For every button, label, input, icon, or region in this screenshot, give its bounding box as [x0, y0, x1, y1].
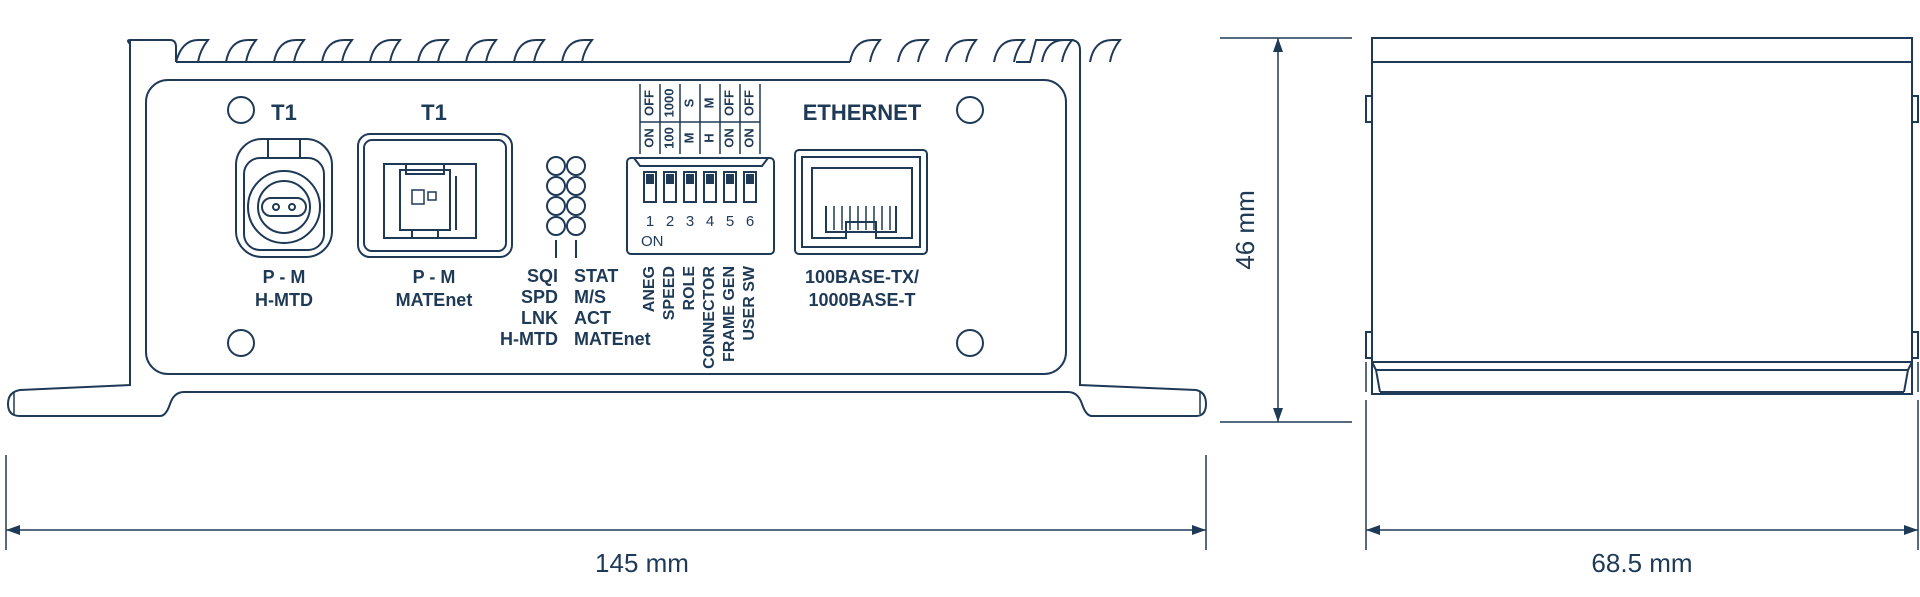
dip-number: 2	[666, 213, 674, 230]
dip-lever-knob	[666, 174, 674, 184]
dip-lever-knob	[686, 174, 694, 184]
dip-number: 4	[706, 213, 714, 230]
port-header: T1	[421, 100, 447, 125]
port-label-line2: H-MTD	[255, 290, 313, 310]
side-tab	[1911, 95, 1919, 123]
dip-number: 1	[646, 213, 654, 230]
dip-lever[interactable]	[683, 171, 697, 203]
dip-function-label: ANEG	[641, 266, 658, 312]
side-view: 46 mm 68.5 mm	[1220, 37, 1919, 578]
dip-on-setting: 100	[661, 127, 676, 149]
housing-body	[6, 40, 1208, 417]
led-ms	[566, 176, 586, 196]
screw-hole	[227, 96, 255, 124]
led-lnk	[546, 196, 566, 216]
side-tab	[1911, 331, 1919, 359]
front-view: T1 P - M H-MTD T1 P - M MATEnet	[5, 39, 1208, 578]
led-h-mtd	[546, 216, 566, 236]
led-label-stat: STAT	[574, 266, 618, 286]
housing-outline	[130, 39, 595, 63]
height-label: 46 mm	[1230, 190, 1260, 269]
dip-off-setting: OFF	[721, 90, 736, 116]
ethernet-label-line2: 1000BASE-T	[808, 290, 915, 310]
dip-switch[interactable]	[626, 157, 775, 255]
dip-function-label: FRAME GEN	[721, 266, 738, 362]
dip-off-setting: S	[681, 98, 696, 107]
width-dimension: 145 mm	[5, 455, 1207, 578]
dip-lever[interactable]	[723, 171, 737, 203]
matenet-port[interactable]: T1 P - M MATEnet	[357, 100, 513, 310]
dip-function-label: SPEED	[661, 266, 678, 320]
dip-function-label: USER SW	[741, 265, 758, 341]
screw-hole	[227, 329, 255, 357]
side-tab	[1365, 95, 1373, 123]
screw-hole	[956, 96, 984, 124]
dip-lever-knob	[646, 174, 654, 184]
dip-on-setting: ON	[641, 128, 656, 148]
side-tab	[1365, 331, 1373, 359]
dip-function-label: CONNECTOR	[701, 266, 718, 369]
led-spd	[546, 176, 566, 196]
ethernet-port[interactable]: ETHERNET 100BASE-TX/ 1000BASE-T	[794, 100, 928, 310]
h-mtd-port[interactable]: T1 P - M H-MTD	[235, 100, 333, 310]
led-stat	[566, 156, 586, 176]
front-panel	[145, 79, 1067, 375]
ethernet-label-line1: 100BASE-TX/	[805, 267, 919, 287]
dip-off-setting: OFF	[741, 90, 756, 116]
height-dimension: 46 mm	[1220, 37, 1352, 423]
depth-dimension: 68.5 mm	[1365, 400, 1919, 578]
dip-number: 3	[686, 213, 694, 230]
dip-lever-knob	[706, 174, 714, 184]
dip-lever[interactable]	[643, 171, 657, 203]
dip-on-setting: ON	[741, 128, 756, 148]
depth-label: 68.5 mm	[1591, 548, 1692, 578]
led-label-lnk: LNK	[521, 308, 558, 328]
port-label-line1: P - M	[413, 267, 456, 287]
dip-off-setting: OFF	[641, 90, 656, 116]
dip-off-setting: M	[701, 98, 716, 109]
dip-lever-knob	[726, 174, 734, 184]
dip-on-setting: ON	[721, 128, 736, 148]
led-sqi	[546, 156, 566, 176]
dip-number: 5	[726, 213, 734, 230]
port-label-line1: P - M	[263, 267, 306, 287]
dip-off-setting: 1000	[661, 89, 676, 118]
dip-lever-knob	[746, 174, 754, 184]
led-label-h-mtd: H-MTD	[500, 329, 558, 349]
led-label-ms: M/S	[574, 287, 606, 307]
led-act	[566, 196, 586, 216]
dip-lever[interactable]	[743, 171, 757, 203]
dip-on-setting: M	[681, 133, 696, 144]
side-body	[1371, 37, 1913, 395]
port-header: T1	[271, 100, 297, 125]
port-label-line2: MATEnet	[396, 290, 473, 310]
dip-function-label: ROLE	[681, 266, 698, 311]
dip-lever[interactable]	[703, 171, 717, 203]
screw-hole	[956, 329, 984, 357]
led-label-act: ACT	[574, 308, 611, 328]
width-label: 145 mm	[595, 548, 689, 578]
led-indicators: SQI SPD LNK H-MTD STAT M/S ACT MATEnet	[500, 156, 651, 349]
led-label-sqi: SQI	[527, 266, 558, 286]
led-matenet	[566, 216, 586, 236]
ethernet-header: ETHERNET	[803, 100, 922, 125]
led-label-matenet: MATEnet	[574, 329, 651, 349]
dip-lever[interactable]	[663, 171, 677, 203]
dip-number: 6	[746, 213, 754, 230]
led-label-spd: SPD	[521, 287, 558, 307]
dip-on-setting: H	[701, 133, 716, 142]
dip-on-label: ON	[641, 233, 664, 250]
